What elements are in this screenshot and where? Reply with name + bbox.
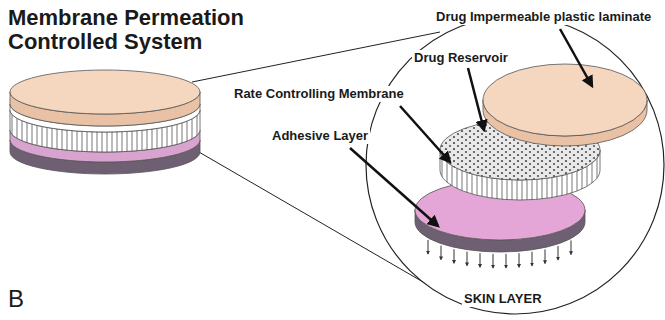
- release-arrow: [441, 246, 442, 260]
- title: Membrane Permeation Controlled System: [8, 6, 258, 54]
- backing-laminate: [483, 64, 647, 146]
- magnifier-circle: [366, 16, 664, 314]
- release-arrow: [558, 246, 559, 260]
- release-arrow: [480, 253, 481, 267]
- release-arrow: [506, 254, 507, 268]
- release-arrow: [545, 249, 546, 263]
- part-label: Rate Controlling Membrane: [232, 86, 406, 102]
- release-arrow: [454, 249, 455, 263]
- panel-letter: B: [8, 286, 24, 312]
- release-arrow: [519, 253, 520, 267]
- leader-arrows: [350, 29, 592, 226]
- release-arrow: [571, 240, 572, 254]
- assembled-patch: [10, 70, 200, 174]
- release-arrow: [428, 240, 429, 254]
- release-arrow: [532, 252, 533, 266]
- release-arrows: [428, 240, 571, 268]
- skin-label: SKIN LAYER: [462, 291, 544, 307]
- release-arrow: [467, 252, 468, 266]
- part-label: Adhesive Layer: [270, 128, 370, 144]
- part-label: Drug Impermeable plastic laminate: [434, 9, 653, 25]
- release-arrow: [493, 254, 494, 268]
- part-label: Drug Reservoir: [412, 50, 510, 66]
